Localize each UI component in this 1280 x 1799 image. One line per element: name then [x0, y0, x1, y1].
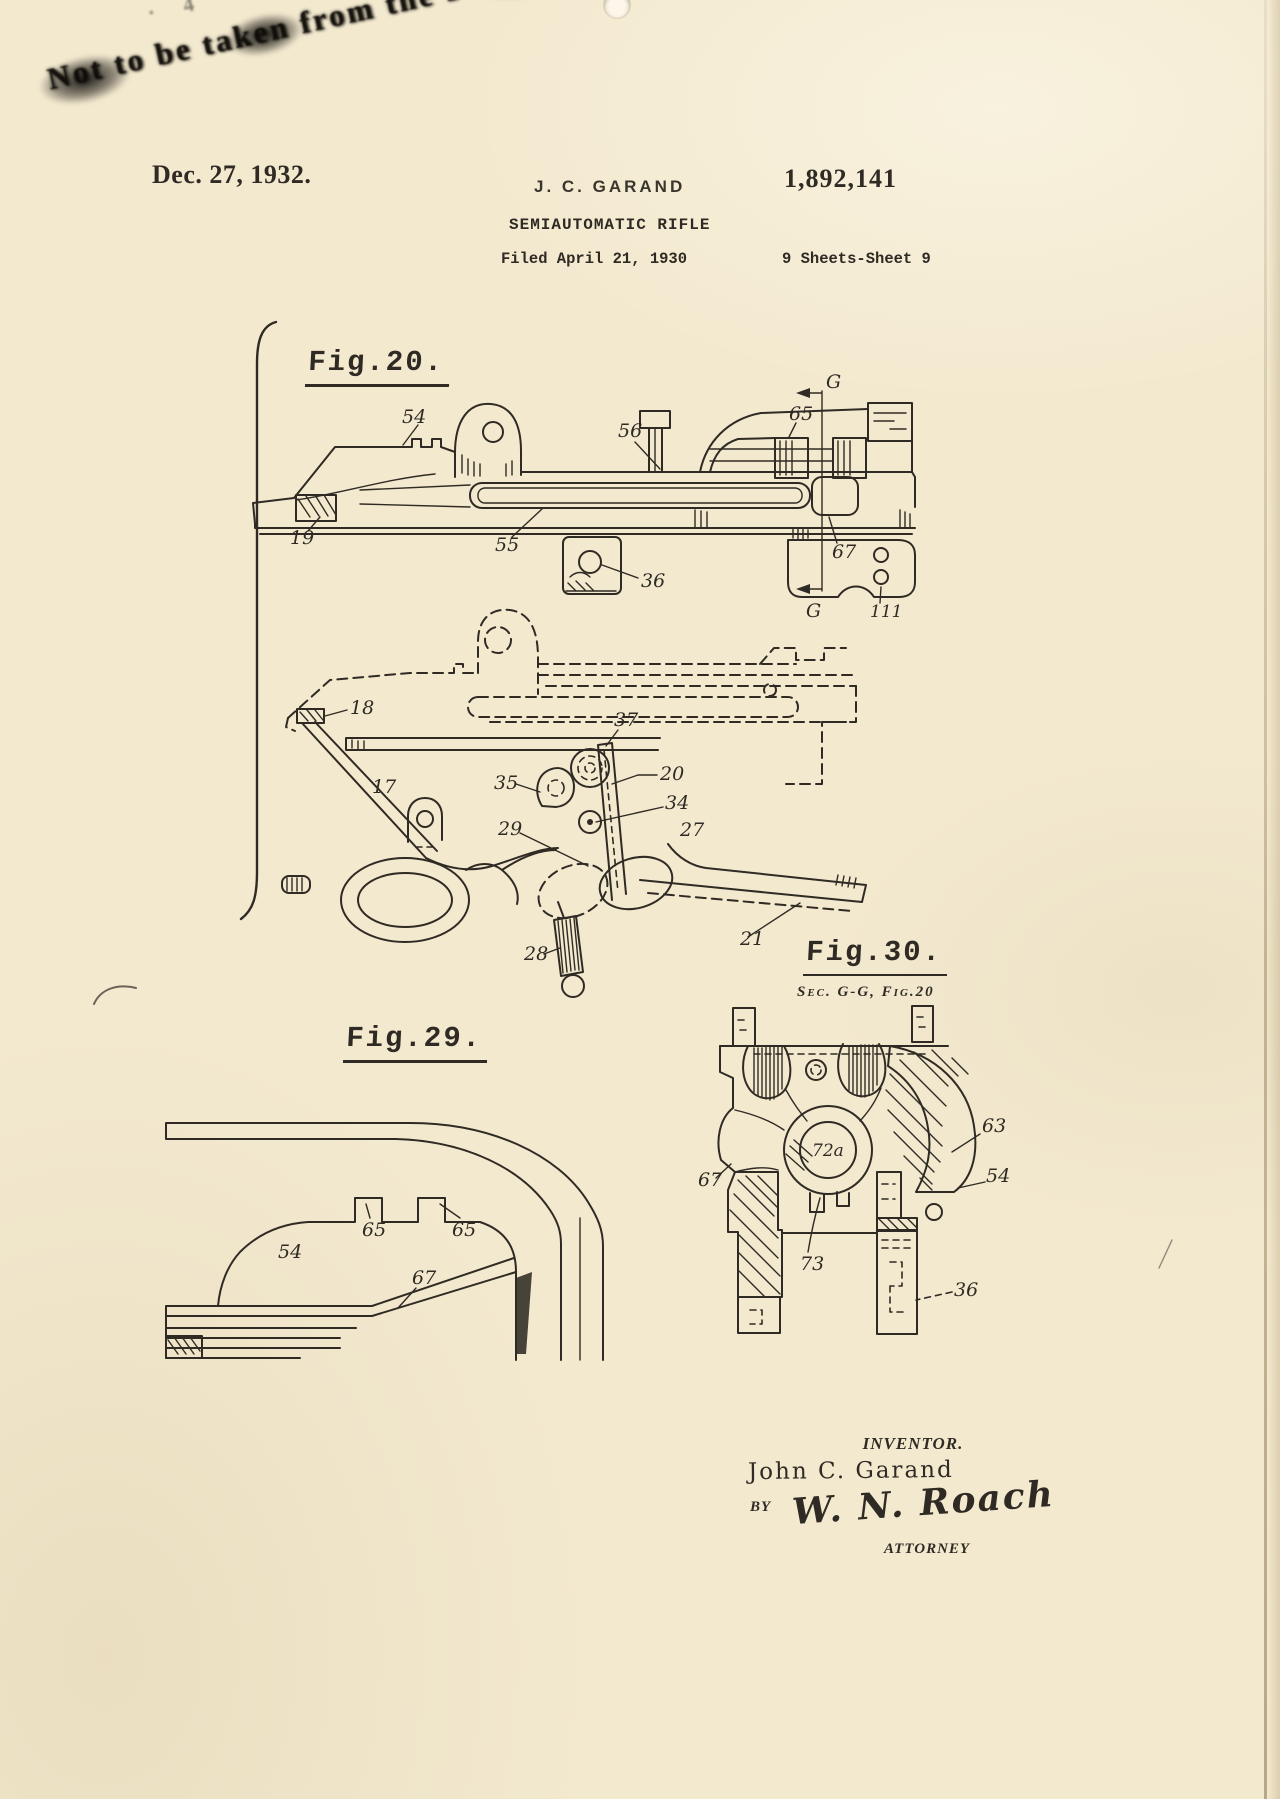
fig29-title: Fig.29.: [343, 1022, 489, 1063]
paper-edge-shadow: [1267, 0, 1280, 1799]
ref-label-34: 34: [665, 792, 689, 814]
ref-label-55: 55: [495, 534, 519, 556]
inventor-header: J. C. GARAND: [534, 177, 685, 197]
ref-label-18: 18: [350, 697, 374, 719]
ref-label-36: 36: [954, 1279, 978, 1301]
ref-label-54: 54: [402, 406, 426, 428]
fig30-section-outline: [718, 1006, 975, 1334]
ref-label-19: 19: [290, 527, 314, 549]
trigger-housing-solid: [282, 709, 678, 997]
fig20-phantom-view-drawing: 18 17 37 35 20 29 34 27 28 21: [240, 600, 880, 1010]
fig20-receiver-outline: [253, 403, 915, 597]
ref-label-29: 29: [497, 818, 522, 840]
fig29-section-outline: [166, 1123, 603, 1360]
section-letter-G-top: G: [826, 371, 841, 393]
issue-date: Dec. 27, 1932.: [152, 160, 311, 190]
ref-label-36: 36: [641, 570, 665, 592]
margin-pen-mark: [88, 978, 144, 1012]
punch-hole: [604, 0, 630, 18]
ref-label-35: 35: [494, 772, 518, 794]
ref-label-65: 65: [789, 403, 813, 425]
attorney-caption: ATTORNEY: [884, 1541, 970, 1558]
file-stamp: · 4 · ·· U. S. Patent ·— Not to be taken…: [36, 0, 638, 97]
fig29-drawing: 65 65 54 67: [160, 1110, 630, 1370]
ref-label-67: 67: [832, 541, 857, 563]
inventor-name: John C. Garand: [748, 1457, 954, 1485]
ref-label-28: 28: [523, 943, 548, 965]
stock-outline: [640, 844, 866, 911]
ref-label-21: 21: [739, 928, 764, 950]
sheet-count: 9 Sheets-Sheet 9: [782, 250, 931, 268]
ref-label-37: 37: [614, 709, 639, 731]
ref-label-54: 54: [278, 1241, 302, 1263]
ref-label-17: 17: [372, 776, 397, 798]
ref-label-27: 27: [679, 819, 705, 841]
ref-label-67: 67: [698, 1169, 723, 1191]
ref-label-73: 73: [800, 1253, 824, 1275]
ref-label-54: 54: [986, 1165, 1010, 1187]
ref-label-65: 65: [452, 1219, 476, 1241]
filed-date: Filed April 21, 1930: [501, 250, 687, 268]
fig20-leader-lines: [308, 423, 881, 603]
ref-label-20: 20: [659, 763, 684, 785]
stray-tick-mark: [1150, 1232, 1180, 1276]
ref-label-72a: 72a: [812, 1141, 844, 1161]
ref-label-63: 63: [982, 1115, 1006, 1137]
inventor-caption: INVENTOR.: [828, 1434, 998, 1454]
ref-label-67: 67: [412, 1267, 437, 1289]
ref-label-65: 65: [362, 1219, 386, 1241]
invention-title: SEMIAUTOMATIC RIFLE: [509, 216, 710, 234]
ref-label-56: 56: [618, 420, 642, 442]
patent-number: 1,892,141: [784, 164, 897, 194]
stamp-text: Not to be taken from the Files: [44, 0, 638, 97]
fig20-drawing: 54 56 65 G 19 55 36 67 G 111: [240, 325, 940, 625]
fig30-drawing: 67 72a 73 63 54 36: [690, 1000, 1020, 1345]
by-label: BY: [750, 1499, 771, 1516]
